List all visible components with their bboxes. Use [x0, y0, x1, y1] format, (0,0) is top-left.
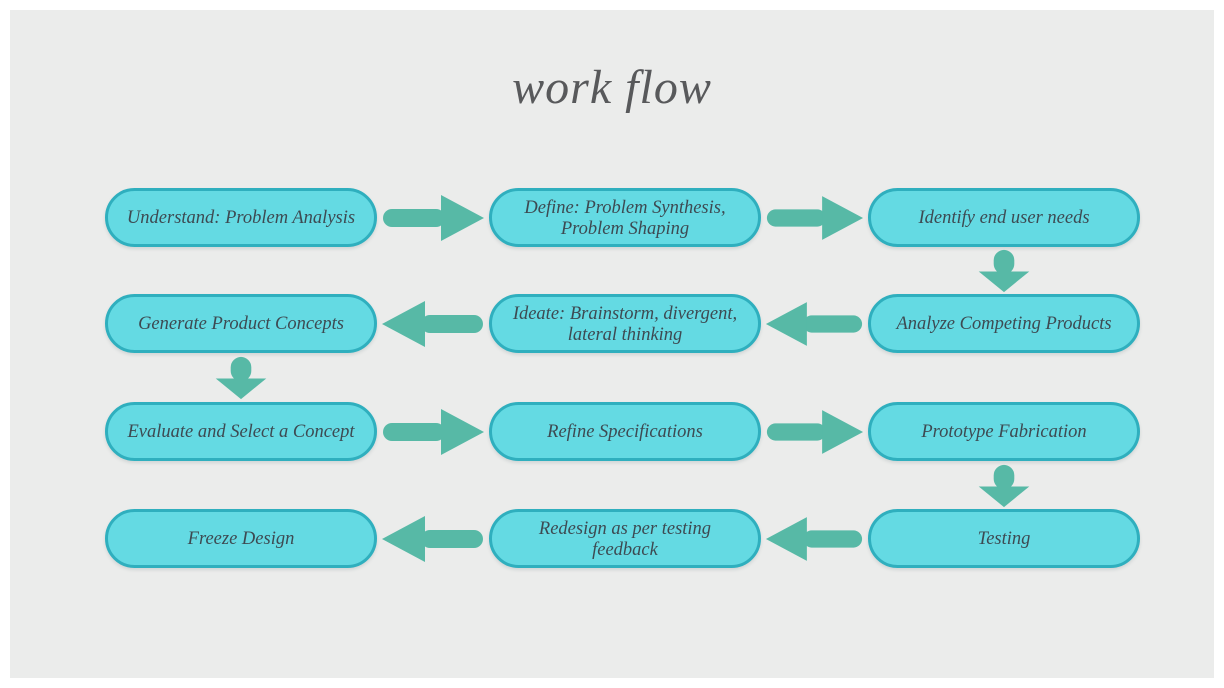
arrow-right-icon: [765, 408, 864, 456]
arrow-left-icon: [765, 515, 864, 563]
arrow-down-icon: [213, 356, 269, 400]
arrow-right-icon: [765, 194, 864, 242]
flow-node-redesign-per-feedback: Redesign as per testing feedback: [489, 509, 761, 568]
arrow-down-icon: [976, 249, 1032, 293]
arrow-left-icon: [381, 515, 485, 563]
arrow-left-icon: [381, 300, 485, 348]
arrow-down-icon: [976, 464, 1032, 508]
flow-node-testing: Testing: [868, 509, 1140, 568]
flow-node-ideate-brainstorm: Ideate: Brainstorm, divergent, lateral t…: [489, 294, 761, 353]
page-title: work flow: [512, 61, 712, 114]
flow-node-generate-product-concepts: Generate Product Concepts: [105, 294, 377, 353]
flow-node-prototype-fabrication: Prototype Fabrication: [868, 402, 1140, 461]
flow-node-evaluate-select-concept: Evaluate and Select a Concept: [105, 402, 377, 461]
flow-node-understand-problem-analysis: Understand: Problem Analysis: [105, 188, 377, 247]
flow-node-analyze-competing-products: Analyze Competing Products: [868, 294, 1140, 353]
flow-node-identify-end-user-needs: Identify end user needs: [868, 188, 1140, 247]
flow-node-refine-specifications: Refine Specifications: [489, 402, 761, 461]
arrow-right-icon: [381, 408, 485, 456]
arrow-right-icon: [381, 194, 485, 242]
flow-node-define-problem-synthesis: Define: Problem Synthesis, Problem Shapi…: [489, 188, 761, 247]
flow-node-freeze-design: Freeze Design: [105, 509, 377, 568]
arrow-left-icon: [765, 300, 864, 348]
diagram-canvas: work flow Understand: Problem Analysis D…: [10, 10, 1214, 678]
